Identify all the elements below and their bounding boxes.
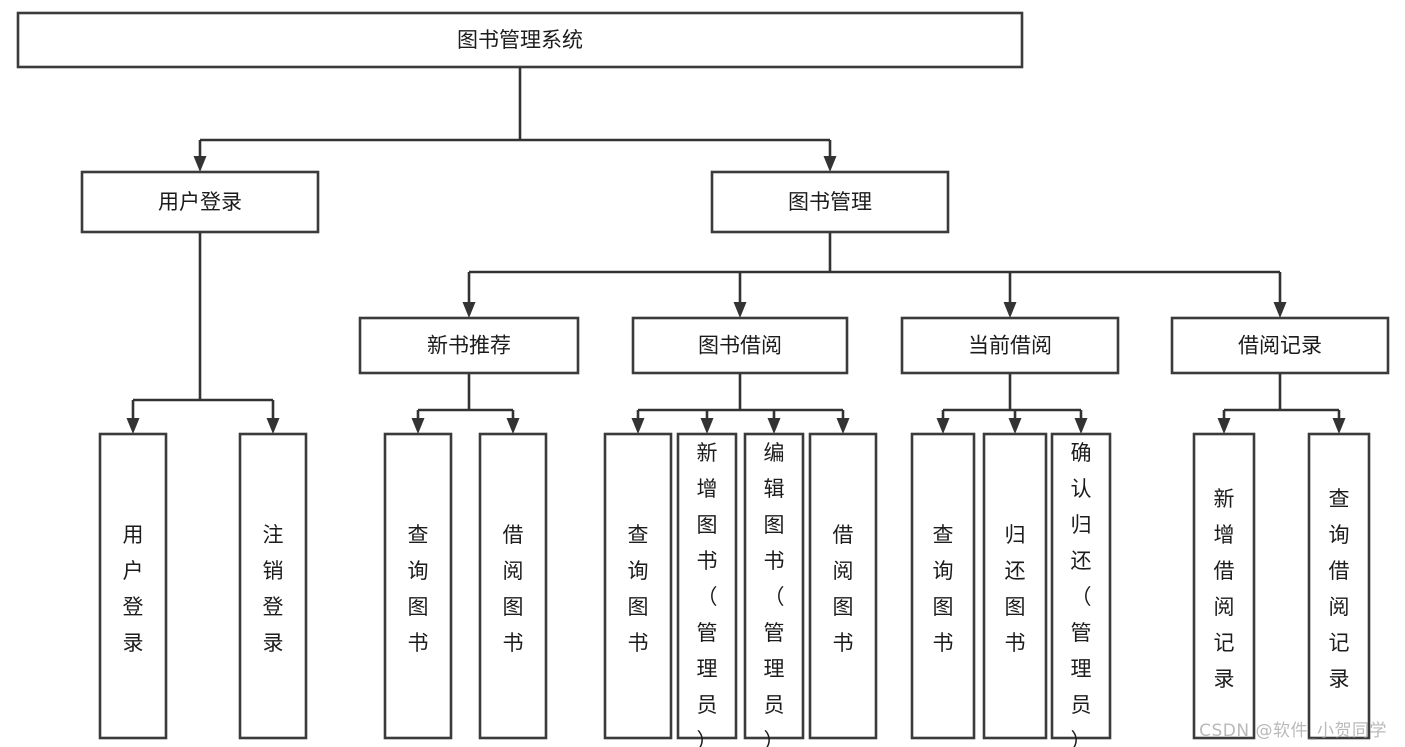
arrow-head-l2-book-borrow xyxy=(733,302,747,318)
arrow-head-l3-user-login-leaf xyxy=(126,418,140,434)
node-box-l2-new-book-rec xyxy=(358,316,580,375)
node-label-root: 图书管理系统 xyxy=(457,28,583,52)
node-box-l2-book-borrow xyxy=(631,316,849,375)
node-label-l3-edit-book: 编辑图书（管理员） xyxy=(764,441,785,747)
arrow-head-l2-borrow-record xyxy=(1273,302,1287,318)
node-label-l3-confirm-return: 确认归还（管理员） xyxy=(1071,441,1092,747)
node-l2-current-borrow[interactable]: 当前借阅 xyxy=(900,316,1120,375)
arrow-head-l3-query-book-b xyxy=(631,418,645,434)
node-label-l2-new-book-rec: 新书推荐 xyxy=(427,334,511,358)
node-box-l3-query-book-c xyxy=(910,432,976,740)
node-label-l3-borrow-book-a: 借阅图书 xyxy=(503,523,524,655)
node-label-l2-book-borrow: 图书借阅 xyxy=(698,334,782,358)
node-l3-add-book[interactable]: 新增图书（管理员） xyxy=(676,432,738,747)
node-label-l3-query-book-a: 查询图书 xyxy=(408,523,429,655)
node-l3-query-record[interactable]: 查询借阅记录 xyxy=(1307,432,1371,740)
node-l3-confirm-return[interactable]: 确认归还（管理员） xyxy=(1050,432,1112,747)
node-box-l2-borrow-record xyxy=(1170,316,1390,375)
node-box-l1-book-manage xyxy=(710,170,950,234)
arrow-head-l3-query-book-a xyxy=(411,418,425,434)
node-l1-book-manage[interactable]: 图书管理 xyxy=(710,170,950,234)
arrow-head-l2-new-book-rec xyxy=(462,302,476,318)
node-l2-new-book-rec[interactable]: 新书推荐 xyxy=(358,316,580,375)
node-box-l3-add-record xyxy=(1192,432,1256,740)
node-box-l1-user-login xyxy=(80,170,320,234)
node-box-l3-confirm-return xyxy=(1050,432,1112,740)
node-box-l3-add-book xyxy=(676,432,738,740)
node-l3-query-book-a[interactable]: 查询图书 xyxy=(383,432,453,740)
arrow-head-l3-user-logout-leaf xyxy=(266,418,280,434)
node-box-l3-user-login-leaf xyxy=(98,432,168,740)
arrow-head-l3-query-record xyxy=(1332,418,1346,434)
node-label-l3-borrow-book-b: 借阅图书 xyxy=(833,523,854,655)
node-label-l3-return-book: 归还图书 xyxy=(1005,523,1026,655)
node-label-l3-user-logout-leaf: 注销登录 xyxy=(263,523,284,655)
node-l3-add-record[interactable]: 新增借阅记录 xyxy=(1192,432,1256,740)
arrow-head-l3-return-book xyxy=(1008,418,1022,434)
node-box-l3-query-book-a xyxy=(383,432,453,740)
node-l3-borrow-book-a[interactable]: 借阅图书 xyxy=(478,432,548,740)
node-label-l3-user-login-leaf: 用户登录 xyxy=(123,523,144,655)
arrow-head-l3-borrow-book-a xyxy=(506,418,520,434)
node-l3-return-book[interactable]: 归还图书 xyxy=(982,432,1048,740)
node-label-l3-query-book-b: 查询图书 xyxy=(628,523,649,655)
node-box-l2-current-borrow xyxy=(900,316,1120,375)
node-l3-edit-book[interactable]: 编辑图书（管理员） xyxy=(743,432,805,747)
node-root[interactable]: 图书管理系统 xyxy=(16,11,1024,69)
node-l3-borrow-book-b[interactable]: 借阅图书 xyxy=(808,432,878,740)
arrow-head-l3-add-book xyxy=(700,418,714,434)
node-l3-query-book-c[interactable]: 查询图书 xyxy=(910,432,976,740)
node-l2-borrow-record[interactable]: 借阅记录 xyxy=(1170,316,1390,375)
node-box-l3-user-logout-leaf xyxy=(238,432,308,740)
node-label-l2-current-borrow: 当前借阅 xyxy=(968,334,1052,358)
node-box-l3-borrow-book-b xyxy=(808,432,878,740)
node-box-l3-return-book xyxy=(982,432,1048,740)
node-label-l3-add-record: 新增借阅记录 xyxy=(1214,487,1235,691)
node-l3-query-book-b[interactable]: 查询图书 xyxy=(603,432,673,740)
arrow-head-l3-confirm-return xyxy=(1074,418,1088,434)
arrow-head-l3-edit-book xyxy=(767,418,781,434)
node-l3-user-logout-leaf[interactable]: 注销登录 xyxy=(238,432,308,740)
node-l2-book-borrow[interactable]: 图书借阅 xyxy=(631,316,849,375)
node-label-l3-query-record: 查询借阅记录 xyxy=(1329,487,1350,691)
node-label-l3-query-book-c: 查询图书 xyxy=(933,523,954,655)
node-box-l3-query-record xyxy=(1307,432,1371,740)
node-l3-user-login-leaf[interactable]: 用户登录 xyxy=(98,432,168,740)
node-box-l3-query-book-b xyxy=(603,432,673,740)
arrow-head-l3-query-book-c xyxy=(936,418,950,434)
node-box-l3-edit-book xyxy=(743,432,805,740)
arrow-head-l3-borrow-book-b xyxy=(836,418,850,434)
node-label-l1-book-manage: 图书管理 xyxy=(788,190,872,214)
arrow-head-l2-current-borrow xyxy=(1003,302,1017,318)
arrow-head-l1-book-manage xyxy=(823,156,837,172)
node-label-l1-user-login: 用户登录 xyxy=(158,190,242,214)
arrow-head-l3-add-record xyxy=(1217,418,1231,434)
node-label-l3-add-book: 新增图书（管理员） xyxy=(697,441,718,747)
node-layer: 图书管理系统用户登录图书管理新书推荐图书借阅当前借阅借阅记录用户登录注销登录查询… xyxy=(16,11,1390,747)
connector-layer xyxy=(126,67,1346,434)
arrow-head-l1-user-login xyxy=(193,156,207,172)
node-box-root xyxy=(16,11,1024,69)
node-label-l2-borrow-record: 借阅记录 xyxy=(1238,334,1322,358)
node-box-l3-borrow-book-a xyxy=(478,432,548,740)
node-l1-user-login[interactable]: 用户登录 xyxy=(80,170,320,234)
